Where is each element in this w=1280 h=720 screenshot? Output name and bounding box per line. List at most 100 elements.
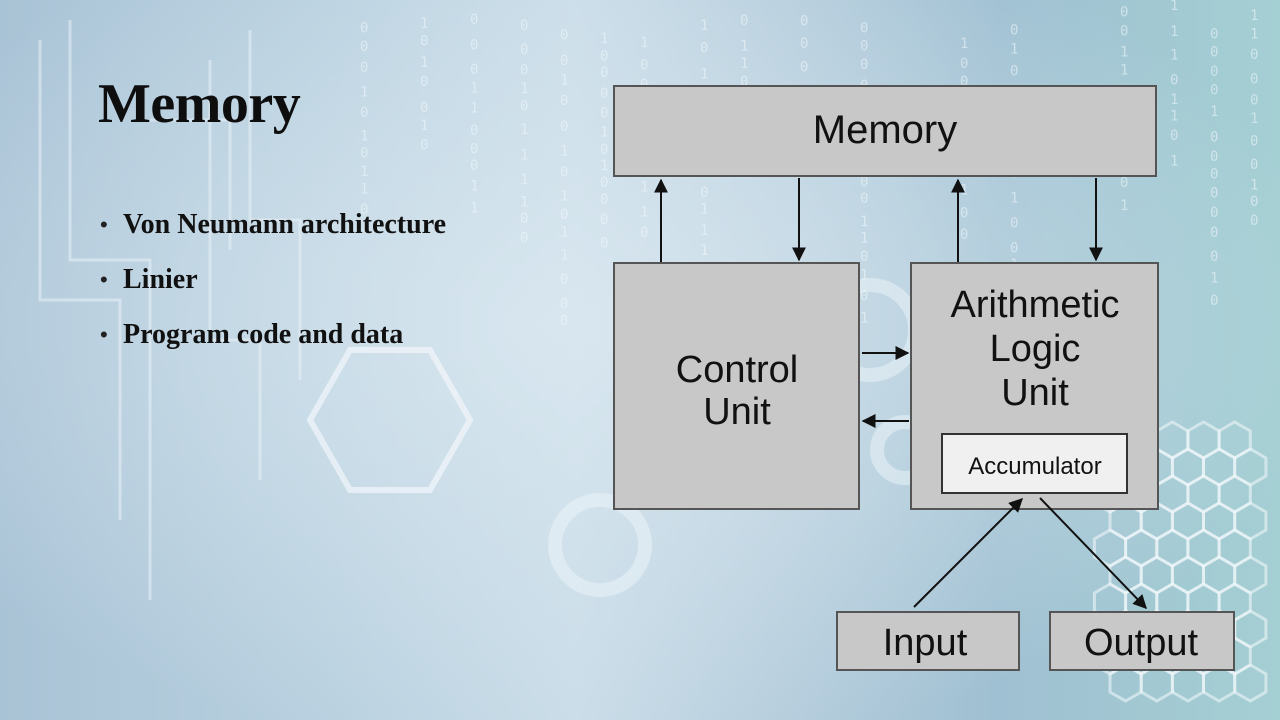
binary-digit: 1	[1120, 198, 1128, 214]
binary-digit: 0	[1120, 175, 1128, 191]
binary-digit: 0	[470, 158, 478, 174]
binary-digit: 1	[1010, 190, 1018, 206]
binary-digit: 0	[600, 192, 608, 208]
binary-digit: 0	[740, 13, 748, 29]
input-label: Input	[883, 622, 968, 664]
binary-digit: 0	[1210, 293, 1218, 309]
binary-digit: 1	[470, 100, 478, 116]
binary-digit: 1	[560, 144, 568, 160]
binary-digit: 1	[1210, 104, 1218, 120]
binary-digit: 0	[360, 105, 368, 121]
binary-digit: 0	[360, 60, 368, 76]
binary-digit: 1	[700, 66, 708, 82]
binary-digit: 0	[860, 21, 868, 37]
circuit-traces	[38, 20, 302, 600]
binary-digit: 0	[860, 249, 868, 265]
binary-digit: 0	[1210, 225, 1218, 241]
binary-digit: 0	[1010, 22, 1018, 38]
binary-digit: 1	[360, 219, 368, 235]
binary-digit: 1	[420, 16, 428, 32]
binary-digit: 1	[360, 85, 368, 101]
binary-digit: 1	[1170, 48, 1178, 64]
binary-digit: 0	[1210, 64, 1218, 80]
binary-digit: 1	[1170, 108, 1178, 124]
binary-digit: 1	[860, 311, 868, 327]
binary-digit: 0	[600, 175, 608, 191]
binary-digit: 1	[520, 172, 528, 188]
binary-digit: 0	[1210, 249, 1218, 265]
binary-digit: 0	[800, 14, 808, 30]
alu-label-line3: Unit	[1001, 372, 1069, 414]
binary-digit: 0	[960, 56, 968, 72]
control-unit-box: Control Unit	[613, 262, 860, 510]
binary-digit: 1	[520, 122, 528, 138]
binary-digit: 0	[420, 34, 428, 50]
binary-digit: 0	[360, 39, 368, 55]
binary-digit: 1	[360, 181, 368, 197]
bullet-dot-icon: •	[100, 266, 108, 292]
alu-label-line2: Logic	[990, 328, 1081, 370]
output-label: Output	[1084, 622, 1199, 664]
binary-digit: 1	[520, 148, 528, 164]
binary-digit: 0	[1210, 26, 1218, 42]
binary-digit: 0	[1120, 4, 1128, 20]
binary-digit: 1	[700, 223, 708, 239]
binary-digit: 0	[1210, 166, 1218, 182]
hexagon-shape	[306, 347, 474, 493]
binary-digit: 1	[1120, 45, 1128, 61]
binary-digit: 0	[860, 288, 868, 304]
bullet-item: • Linier	[100, 252, 446, 307]
binary-digit: 1	[1210, 270, 1218, 286]
binary-digit: 1	[470, 178, 478, 194]
binary-digit: 1	[860, 230, 868, 246]
binary-digit: 1	[740, 39, 748, 55]
arrow-input-to-accumulator	[913, 498, 1023, 608]
binary-digit: 0	[860, 191, 868, 207]
binary-digit: 1	[960, 36, 968, 52]
control-unit-label-line2: Unit	[703, 391, 771, 433]
binary-digit: 0	[420, 100, 428, 116]
binary-digit: 0	[470, 123, 478, 139]
binary-digit: 1	[740, 56, 748, 72]
slide-title: Memory	[98, 73, 301, 135]
binary-digit: 0	[470, 141, 478, 157]
binary-digit: 0	[560, 207, 568, 223]
binary-digit: 0	[1250, 194, 1258, 210]
binary-digit: 0	[700, 41, 708, 57]
binary-digit: 0	[1010, 63, 1018, 79]
bullet-list: •Von Neumann architecture • Linier •Progr…	[100, 197, 446, 362]
binary-digit: 1	[1170, 154, 1178, 170]
memory-box: Memory	[613, 85, 1157, 177]
binary-digit: 0	[600, 49, 608, 65]
binary-digit: 0	[560, 313, 568, 329]
bullet-text: Program code and data	[123, 318, 404, 350]
binary-digit: 0	[960, 74, 968, 90]
binary-digit: 1	[600, 125, 608, 141]
binary-digit: 1	[520, 81, 528, 97]
control-unit-label-line1: Control	[676, 349, 799, 391]
bullet-item: •Von Neumann architecture	[100, 197, 446, 252]
binary-digit: 0	[360, 145, 368, 161]
binary-digit: 0	[860, 57, 868, 73]
binary-digit: 0	[1210, 186, 1218, 202]
binary-digit: 0	[520, 230, 528, 246]
binary-digit: 0	[1170, 128, 1178, 144]
bullet-item: •Program code and data	[100, 307, 446, 362]
binary-digit: 1	[420, 55, 428, 71]
binary-digit: 0	[560, 53, 568, 69]
binary-digit: 1	[1170, 0, 1178, 14]
binary-digit: 0	[470, 37, 478, 53]
binary-digit: 0	[1210, 83, 1218, 99]
binary-digit: 1	[700, 243, 708, 259]
bullet-text: Linier	[123, 263, 198, 295]
binary-digit: 0	[1010, 240, 1018, 256]
binary-digit: 0	[470, 12, 478, 28]
binary-digit: 1	[1250, 111, 1258, 127]
binary-digit: 1	[700, 18, 708, 34]
binary-digit: 1	[1250, 27, 1258, 43]
binary-digit: 1	[700, 202, 708, 218]
binary-digit: 1	[640, 35, 648, 51]
binary-digit: 0	[470, 62, 478, 78]
binary-digit: 0	[600, 236, 608, 252]
